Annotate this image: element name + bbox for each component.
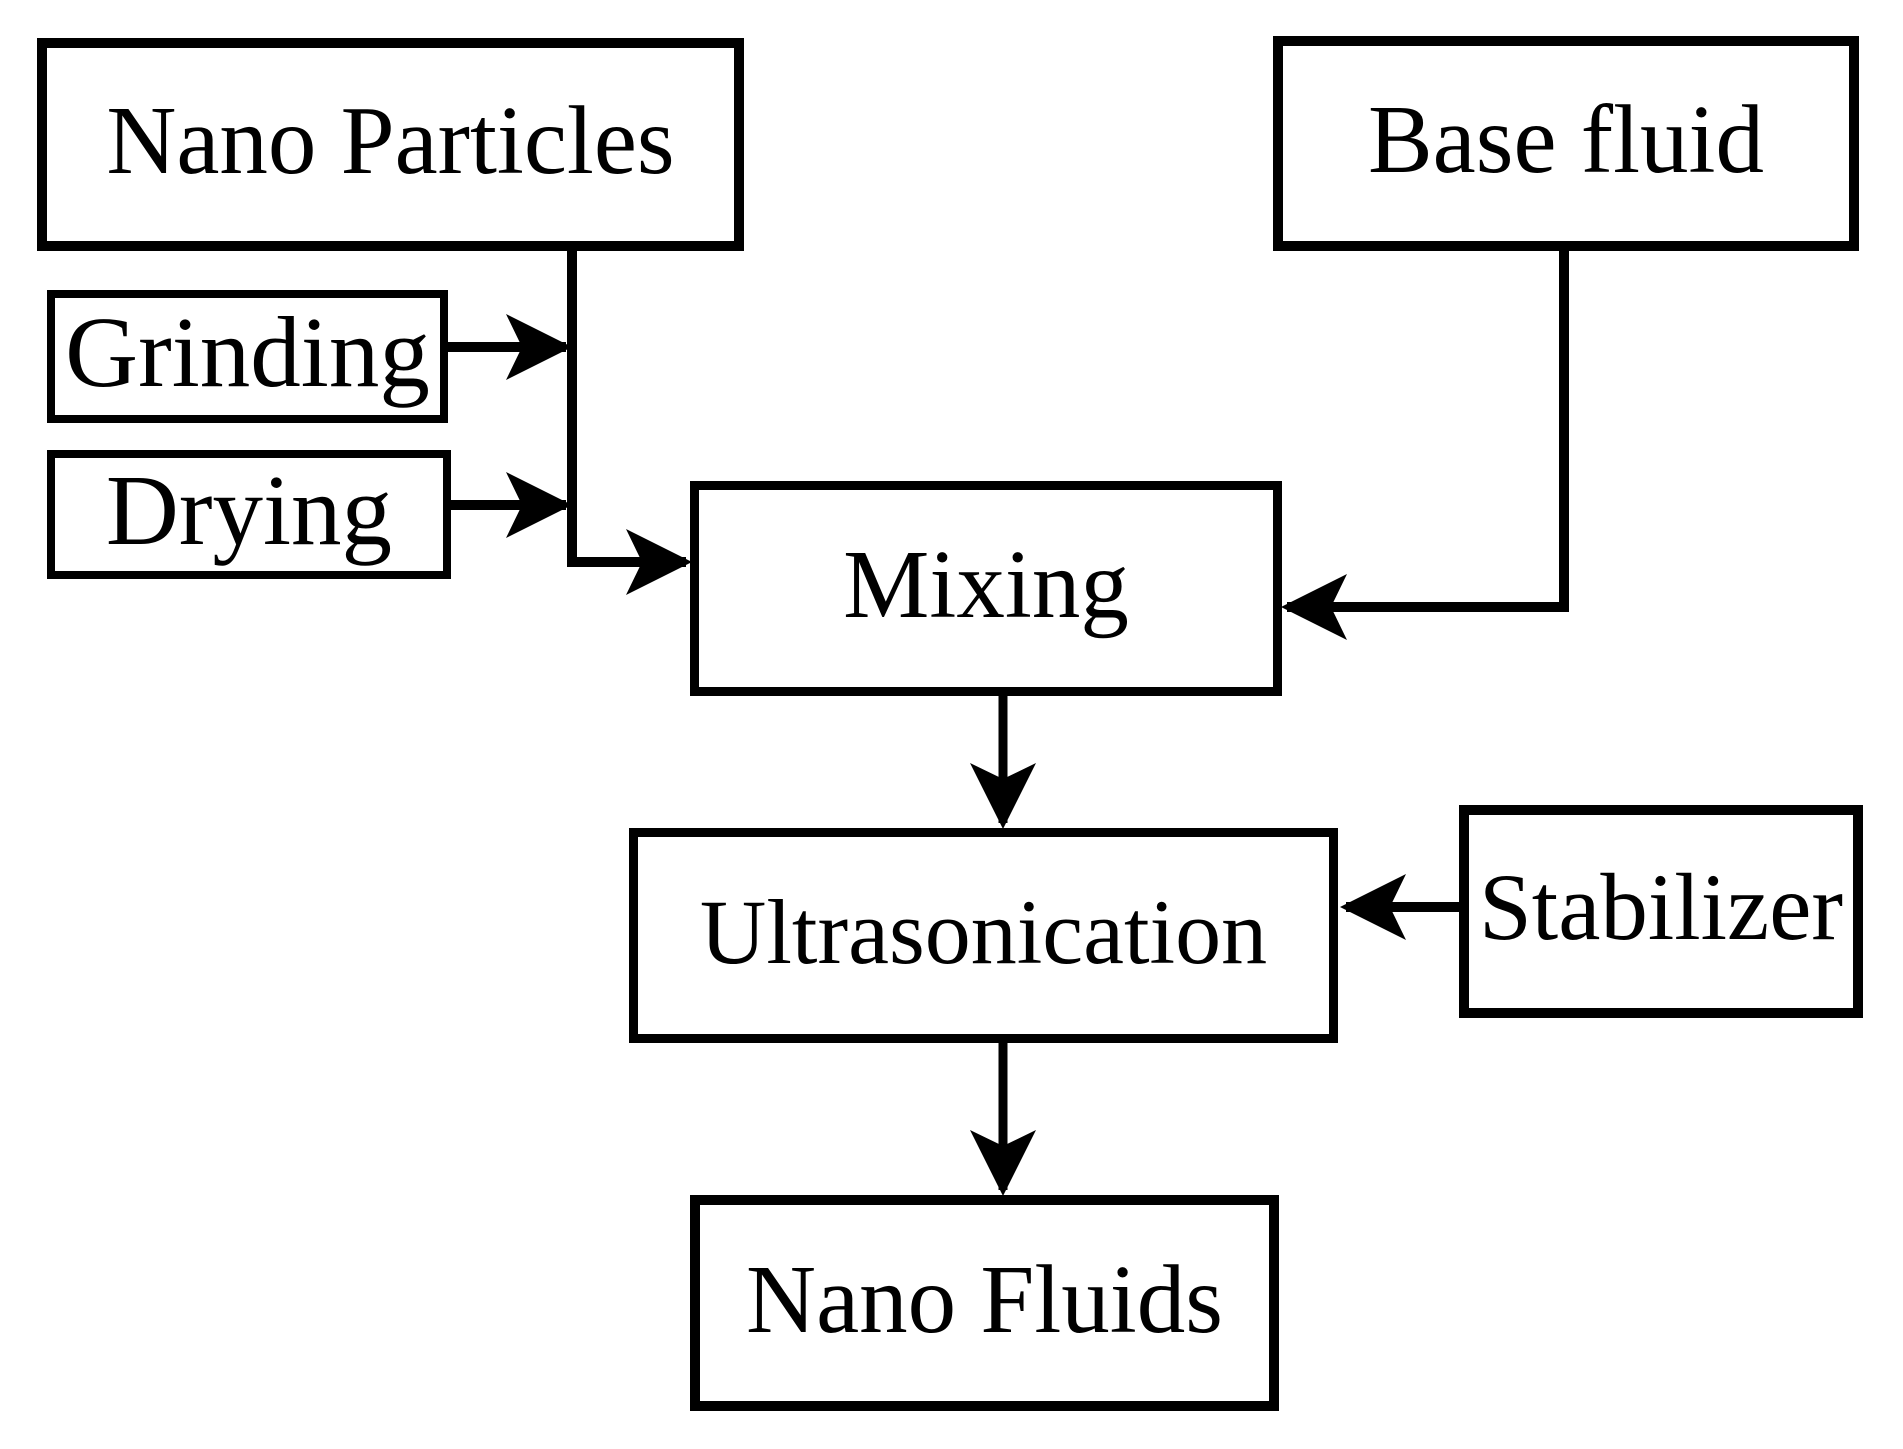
node-base-fluid-label: Base fluid xyxy=(1367,86,1764,193)
node-nano-particles-label: Nano Particles xyxy=(106,87,675,194)
node-drying-label: Drying xyxy=(105,454,393,566)
node-mixing-label: Mixing xyxy=(843,531,1129,638)
node-base-fluid: Base fluid xyxy=(1273,36,1859,251)
node-ultrasonication-label: Ultrasonication xyxy=(699,880,1268,983)
node-nano-fluids: Nano Fluids xyxy=(690,1195,1279,1411)
edge-nano-particles-to-mixing xyxy=(567,251,692,595)
node-drying: Drying xyxy=(47,450,451,579)
node-nano-particles: Nano Particles xyxy=(37,38,744,251)
edge-base-fluid-to-mixing xyxy=(1281,250,1569,640)
node-grinding: Grinding xyxy=(47,290,448,423)
node-mixing: Mixing xyxy=(690,481,1282,696)
node-stabilizer-label: Stabilizer xyxy=(1478,854,1844,960)
node-ultrasonication: Ultrasonication xyxy=(629,828,1338,1043)
node-nano-fluids-label: Nano Fluids xyxy=(746,1245,1223,1353)
node-grinding-label: Grinding xyxy=(65,296,430,408)
node-stabilizer: Stabilizer xyxy=(1459,805,1863,1018)
